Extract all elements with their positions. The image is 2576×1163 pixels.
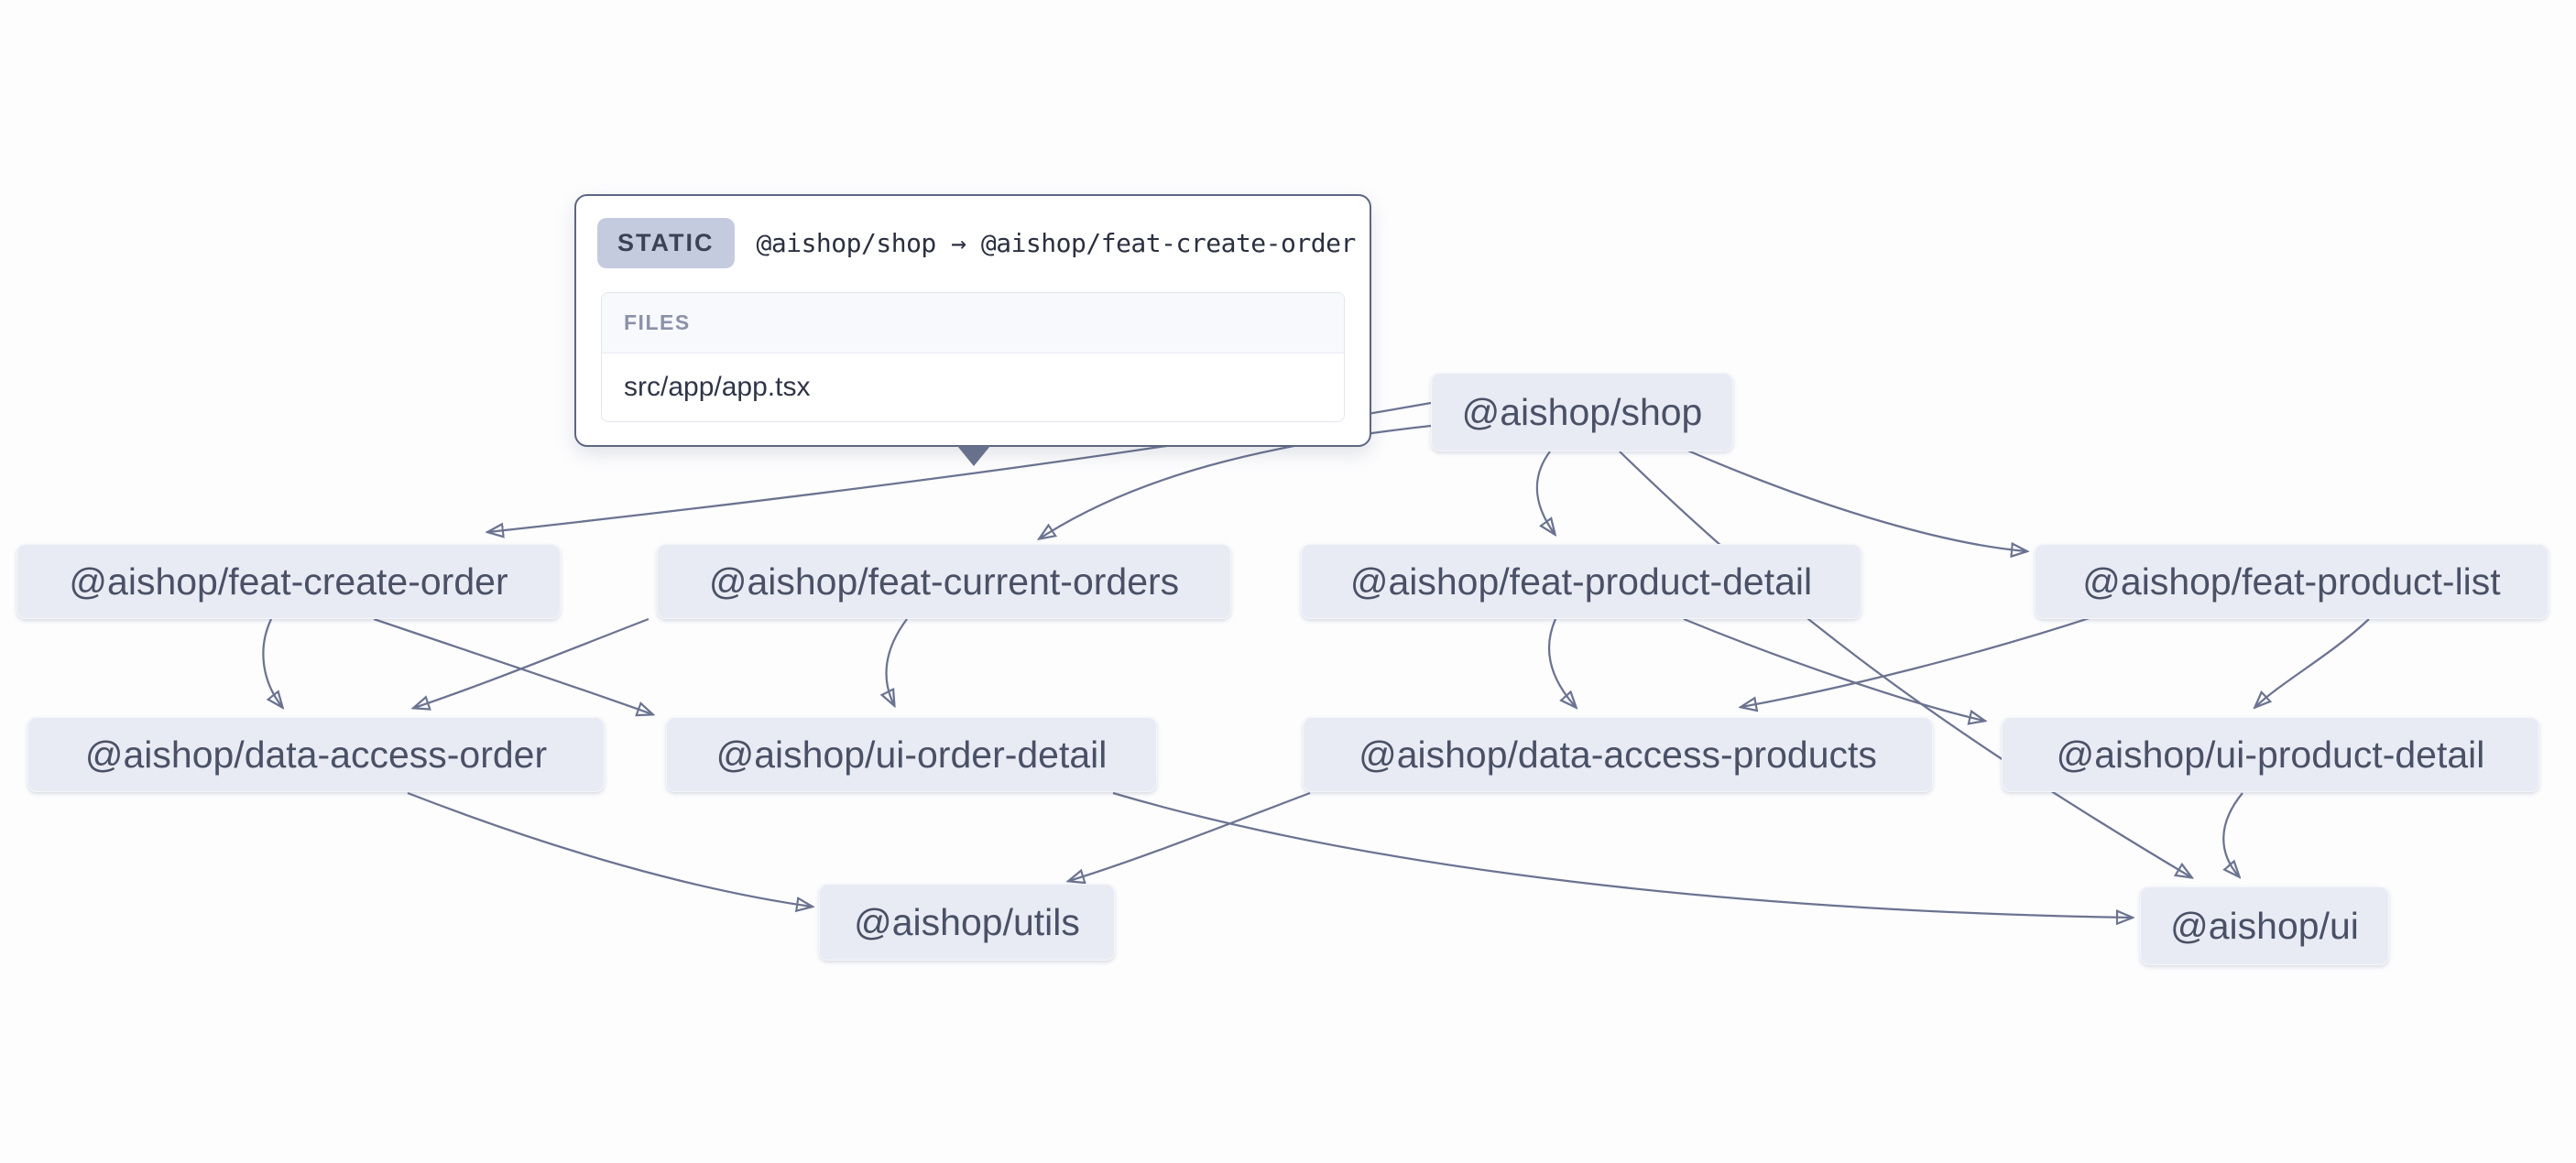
tooltip-files-box: FILES src/app/app.tsx bbox=[601, 292, 1345, 422]
graph-node-feat-product-list[interactable]: @aishop/feat-product-list bbox=[2035, 544, 2549, 619]
dependency-type-badge: STATIC bbox=[597, 218, 735, 268]
graph-node-data-access-order[interactable]: @aishop/data-access-order bbox=[27, 717, 605, 792]
graph-node-ui-product-detail[interactable]: @aishop/ui-product-detail bbox=[2002, 717, 2539, 792]
edge-shop-to-feat-product-list[interactable] bbox=[1685, 448, 2026, 551]
edge-tooltip: STATIC @aishop/shop → @aishop/feat-creat… bbox=[574, 194, 1371, 447]
edge-ui-product-detail-to-ui[interactable] bbox=[2223, 792, 2243, 876]
edge-ui-order-detail-to-ui[interactable] bbox=[1112, 791, 2132, 918]
tooltip-caret-icon bbox=[957, 446, 990, 466]
edge-feat-current-orders-to-data-access-order[interactable] bbox=[414, 617, 649, 708]
graph-node-data-access-products[interactable]: @aishop/data-access-products bbox=[1303, 717, 1933, 792]
graph-node-ui-order-detail[interactable]: @aishop/ui-order-detail bbox=[666, 717, 1157, 792]
tooltip-edge-title: @aishop/shop → @aishop/feat-create-order bbox=[756, 228, 1357, 258]
edge-shop-to-feat-product-detail[interactable] bbox=[1535, 451, 1555, 534]
edge-feat-create-order-to-ui-order-detail[interactable] bbox=[373, 617, 652, 714]
edge-feat-create-order-to-data-access-order[interactable] bbox=[262, 618, 282, 707]
edge-shop-to-ui[interactable] bbox=[1619, 451, 2191, 877]
tooltip-files-header: FILES bbox=[602, 293, 1344, 353]
edge-feat-product-list-to-data-access-products[interactable] bbox=[1741, 614, 2099, 707]
tooltip-file-item: src/app/app.tsx bbox=[602, 353, 1344, 421]
graph-node-utils[interactable]: @aishop/utils bbox=[819, 884, 1115, 961]
edge-data-access-order-to-utils[interactable] bbox=[407, 791, 812, 907]
edge-feat-product-list-to-ui-product-detail[interactable] bbox=[2255, 618, 2370, 707]
edge-feat-product-detail-to-data-access-products[interactable] bbox=[1548, 618, 1576, 707]
graph-node-shop[interactable]: @aishop/shop bbox=[1431, 373, 1733, 451]
tooltip-header: STATIC @aishop/shop → @aishop/feat-creat… bbox=[576, 196, 1370, 268]
graph-node-feat-current-orders[interactable]: @aishop/feat-current-orders bbox=[657, 544, 1231, 619]
edge-feat-current-orders-to-ui-order-detail[interactable] bbox=[887, 618, 908, 705]
graph-node-ui[interactable]: @aishop/ui bbox=[2140, 886, 2389, 965]
graph-node-feat-product-detail[interactable]: @aishop/feat-product-detail bbox=[1301, 544, 1861, 619]
edge-feat-product-detail-to-ui-product-detail[interactable] bbox=[1683, 617, 1984, 721]
edge-data-access-products-to-utils[interactable] bbox=[1069, 791, 1311, 881]
graph-node-feat-create-order[interactable]: @aishop/feat-create-order bbox=[16, 544, 561, 619]
